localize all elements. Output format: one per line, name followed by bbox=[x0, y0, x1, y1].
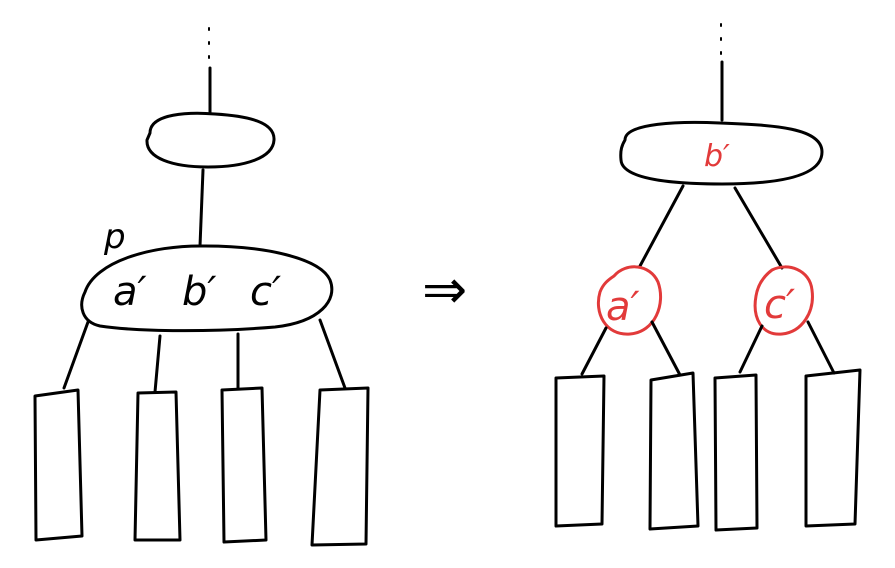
right-split-edges bbox=[638, 184, 784, 270]
left-tree: p a′ b′ c′ bbox=[33, 27, 370, 547]
right-split-node-a bbox=[596, 265, 663, 336]
right-edge-c-child-4 bbox=[806, 320, 836, 375]
right-edge-c-child-3 bbox=[738, 324, 764, 374]
left-edge-child-1 bbox=[62, 320, 90, 390]
left-child-subtree-2 bbox=[133, 390, 182, 542]
left-child-subtree-1 bbox=[33, 388, 84, 542]
left-child-edges bbox=[62, 318, 347, 394]
left-overfull-node bbox=[80, 244, 334, 333]
left-key-b: b′ bbox=[182, 269, 216, 315]
right-edge-a-child-2 bbox=[650, 320, 682, 377]
left-edge-child-2 bbox=[153, 334, 162, 394]
right-children bbox=[554, 368, 862, 532]
left-child-subtree-4 bbox=[310, 386, 370, 547]
left-edge-child-4 bbox=[318, 318, 347, 390]
left-key-c: c′ bbox=[250, 269, 281, 315]
right-parent-node bbox=[619, 120, 824, 186]
left-child-subtree-3 bbox=[220, 386, 268, 544]
right-edge-to-a bbox=[638, 184, 685, 268]
right-edge-to-c bbox=[733, 186, 784, 270]
right-key-c: c′ bbox=[764, 282, 795, 328]
transform-arrow-glyph: ⇒ bbox=[422, 258, 467, 321]
node-pointer-label: p bbox=[103, 217, 126, 257]
right-tree: b′ a′ c′ bbox=[554, 23, 862, 532]
left-parent-node bbox=[145, 111, 276, 169]
right-child-subtree-1 bbox=[554, 374, 606, 528]
right-child-subtree-4 bbox=[804, 368, 862, 528]
left-key-a: a′ bbox=[113, 269, 147, 315]
right-edge-a-child-1 bbox=[580, 326, 608, 376]
right-child-subtree-3 bbox=[713, 373, 759, 532]
right-child-subtree-2 bbox=[648, 371, 700, 531]
left-children bbox=[33, 386, 370, 547]
transform-arrow: ⇒ bbox=[422, 258, 467, 321]
left-parent-to-node-edge bbox=[198, 168, 205, 248]
right-split-node-c bbox=[753, 265, 814, 336]
right-promoted-key-b: b′ bbox=[704, 139, 730, 174]
right-key-a: a′ bbox=[606, 284, 640, 330]
right-child-edges bbox=[580, 320, 836, 377]
